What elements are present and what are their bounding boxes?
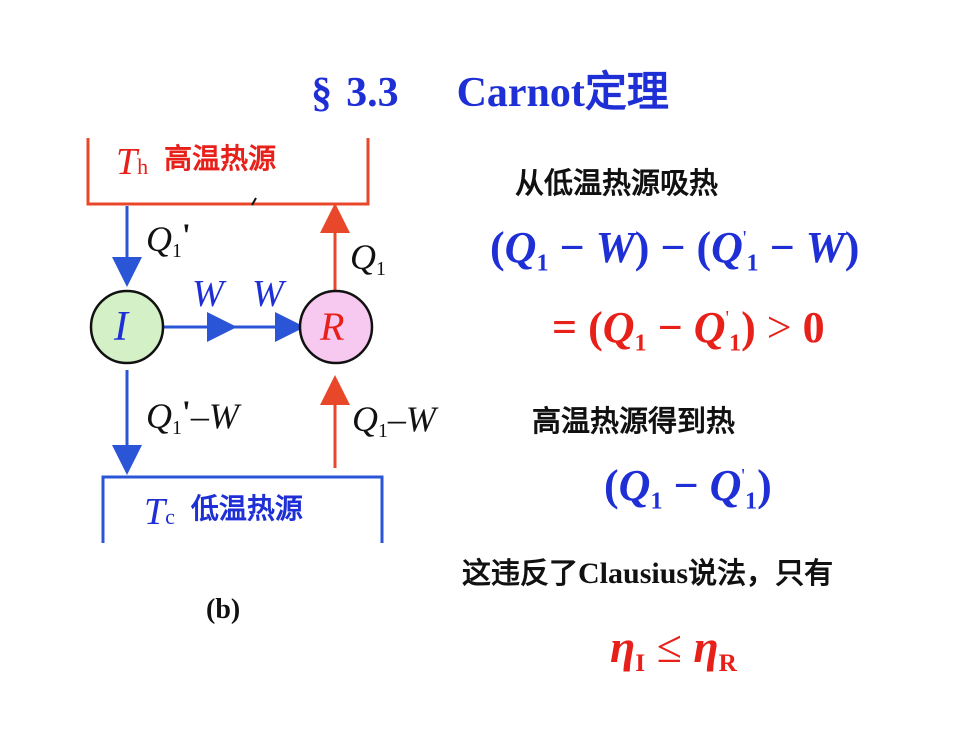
eq1-open2: ( — [696, 223, 712, 272]
eq1-q1: Q — [504, 223, 537, 272]
page-title: § 3.3 Carnot定理 — [0, 58, 980, 119]
eq4-eta-I-sub: I — [635, 648, 646, 677]
section-number: 3.3 — [346, 70, 399, 116]
eq1-minus2: − — [649, 223, 697, 272]
engine-R-circle — [298, 289, 374, 365]
eq1-q2-sup: ' — [742, 227, 747, 250]
eq4-eta-R-sub: R — [718, 648, 737, 677]
eq1-w2: W — [805, 223, 845, 272]
eq1-w1: W — [595, 223, 635, 272]
q-subscript: 1 — [172, 416, 182, 439]
eq1-q2: Q — [711, 223, 743, 272]
eq3-q1: Q — [618, 461, 651, 510]
section-mark: § — [311, 70, 333, 116]
q1prime-top-label: Q1' — [146, 218, 191, 263]
eq3-minus: − — [662, 461, 710, 510]
eq4-le: ≤ — [645, 621, 694, 672]
cold-reservoir-text: 低温热源 — [190, 492, 303, 525]
hot-reservoir-subscript: h — [137, 154, 149, 179]
engine-I-label: I — [114, 304, 128, 350]
eq2-minus: − — [646, 303, 694, 352]
eq2-q2-sub: 1 — [729, 329, 742, 357]
eq2-q1: Q — [602, 303, 635, 352]
cold-reservoir-subscript: c — [165, 504, 175, 529]
hot-reservoir-symbol: T — [116, 141, 138, 183]
cold-reservoir-label: Tc 低温热源 — [144, 490, 303, 534]
eq2-close: ) — [741, 303, 756, 352]
clausius-prefix: 这违反了 — [462, 556, 579, 590]
eq4-eta-I: η — [610, 621, 636, 672]
eq2-q2-sup: ' — [725, 307, 730, 330]
engine-R-label: R — [320, 304, 345, 349]
hot-reservoir-box — [86, 138, 370, 206]
q-symbol: Q — [352, 399, 378, 439]
work-label-2: W — [252, 273, 284, 315]
q1-w-label: Q1–W — [352, 398, 436, 443]
eq3-close: ) — [757, 461, 772, 510]
q-subscript: 1 — [172, 239, 182, 262]
hot-reservoir-label: Th 高温热源 — [116, 140, 276, 184]
engine-I-circle — [89, 289, 165, 365]
q-symbol: Q — [146, 219, 172, 259]
eq1-minus3: − — [758, 223, 806, 272]
q-subscript: 1 — [378, 419, 388, 442]
q1prime-w-label: Q1'–W — [146, 395, 239, 440]
cold-reservoir-symbol: T — [144, 491, 166, 533]
eq3-q2: Q — [709, 461, 742, 510]
clausius-name: Clausius — [578, 557, 689, 590]
eq3-q2-sub: 1 — [744, 487, 758, 515]
eq3-q1-sub: 1 — [650, 487, 663, 515]
small-tick-mark — [251, 197, 257, 206]
work-label-1: W — [192, 273, 224, 315]
equation-2: = (Q1 − Q'1) > 0 — [552, 302, 825, 357]
diagram-caption: (b) — [206, 594, 241, 625]
equation-4: ηI ≤ ηR — [610, 620, 737, 678]
equation-1: (Q1 − W) − (Q'1 − W) — [490, 222, 859, 277]
cold-reservoir-box — [101, 475, 384, 543]
eq1-open: ( — [490, 223, 505, 272]
eq2-gt: > — [755, 303, 803, 352]
text-clausius-violation: 这违反了Clausius说法，只有 — [462, 550, 833, 592]
eq1-close1: ) — [634, 223, 650, 272]
eq2-q2: Q — [693, 303, 726, 352]
eq2-equals: = — [552, 303, 589, 352]
q-prime: ' — [181, 395, 191, 432]
eq3-open: ( — [604, 461, 619, 510]
q-subscript: 1 — [376, 257, 386, 280]
eq1-q1-sub: 1 — [536, 249, 549, 277]
eq2-zero: 0 — [802, 303, 825, 352]
text-hot-gets-heat: 高温热源得到热 — [532, 404, 736, 438]
text-absorb-from-cold: 从低温热源吸热 — [515, 166, 719, 200]
q1-top-label: Q1 — [350, 236, 386, 281]
q-suffix: –W — [190, 396, 239, 436]
title-text: Carnot定理 — [456, 70, 669, 116]
equation-3: (Q1 − Q'1) — [604, 460, 772, 515]
eq4-eta-R: η — [693, 621, 719, 672]
q-suffix: –W — [387, 399, 436, 439]
eq3-q2-sup: ' — [741, 465, 745, 488]
q-prime: ' — [181, 218, 191, 255]
eq2-open: ( — [588, 303, 603, 352]
q-symbol: Q — [146, 396, 172, 436]
clausius-suffix: 说法，只有 — [688, 556, 834, 590]
q-symbol: Q — [350, 237, 376, 277]
hot-reservoir-text: 高温热源 — [164, 142, 277, 175]
eq1-q2-sub: 1 — [746, 249, 759, 277]
eq1-close2: ) — [844, 223, 860, 272]
eq1-minus1: − — [548, 223, 596, 272]
eq2-q1-sub: 1 — [634, 329, 647, 357]
